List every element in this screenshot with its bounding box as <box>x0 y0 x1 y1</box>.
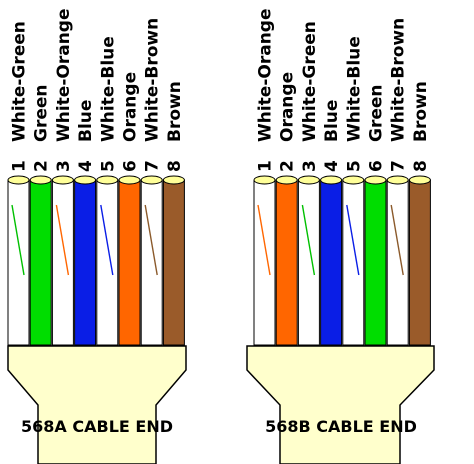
connector-boot-568b <box>246 345 435 464</box>
wire-label-568a-7: White-Brown <box>143 18 163 142</box>
pin-number-568a-8: 8 <box>165 160 185 172</box>
pin-number-568a-2: 2 <box>32 160 52 172</box>
wire-label-568b-6: Green <box>367 85 387 143</box>
pin-number-568a-4: 4 <box>76 160 96 172</box>
pin-number-568b-3: 3 <box>300 160 320 172</box>
pin-number-568b-5: 5 <box>344 160 364 172</box>
wire-568a-1 <box>7 175 30 346</box>
wire-label-568b-5: White-Blue <box>344 36 364 142</box>
connector-568a: White-Green 1 Green 2 White-Orange 3 Blue 4 Whit… <box>7 8 187 464</box>
pin-number-568b-6: 6 <box>367 160 387 172</box>
wire-568a-3 <box>51 175 74 346</box>
wire-568a-7 <box>140 175 163 346</box>
wire-label-568a-5: White-Blue <box>98 36 118 142</box>
wire-label-568a-1: White-Green <box>10 21 30 142</box>
wire-568a-5 <box>96 175 119 346</box>
pin-number-568a-3: 3 <box>54 160 74 172</box>
wire-568b-4 <box>320 175 343 346</box>
pin-number-568a-5: 5 <box>98 160 118 172</box>
connector-title-568b: 568B CABLE END <box>265 417 417 436</box>
wire-label-568b-3: White-Green <box>300 21 320 142</box>
wire-568b-1 <box>253 175 276 346</box>
wire-label-568a-8: Brown <box>165 81 185 142</box>
wire-568a-6 <box>118 175 141 346</box>
pin-number-568a-1: 1 <box>10 160 30 172</box>
wire-label-568b-7: White-Brown <box>389 18 409 142</box>
wire-label-568b-8: Brown <box>411 81 431 142</box>
wire-568a-2 <box>29 175 52 346</box>
pin-number-568b-2: 2 <box>278 160 298 172</box>
wire-label-568a-4: Blue <box>76 100 96 142</box>
wire-label-568a-6: Orange <box>121 72 141 142</box>
wire-568b-5 <box>342 175 365 346</box>
wire-568b-3 <box>297 175 320 346</box>
wire-568a-8 <box>162 175 185 346</box>
wire-label-568a-2: Green <box>32 85 52 143</box>
wire-label-568b-1: White-Orange <box>256 8 276 142</box>
wire-568b-8 <box>408 175 431 346</box>
wire-568b-6 <box>364 175 387 346</box>
pin-number-568b-4: 4 <box>322 160 342 172</box>
wire-568b-7 <box>386 175 409 346</box>
wire-568a-4 <box>74 175 97 346</box>
wire-label-568b-4: Blue <box>322 100 342 142</box>
pin-number-568a-7: 7 <box>143 160 163 172</box>
wire-label-568a-3: White-Orange <box>54 8 74 142</box>
wire-568b-2 <box>275 175 298 346</box>
pin-number-568a-6: 6 <box>121 160 141 172</box>
connector-title-568a: 568A CABLE END <box>21 417 173 436</box>
connector-568b: White-Orange 1 Orange 2 White-Green 3 Blue 4 Whi… <box>246 8 435 464</box>
pin-number-568b-8: 8 <box>411 160 431 172</box>
connector-boot-568a <box>7 345 187 464</box>
wire-label-568b-2: Orange <box>278 72 298 142</box>
pin-number-568b-1: 1 <box>256 160 276 172</box>
pin-number-568b-7: 7 <box>389 160 409 172</box>
